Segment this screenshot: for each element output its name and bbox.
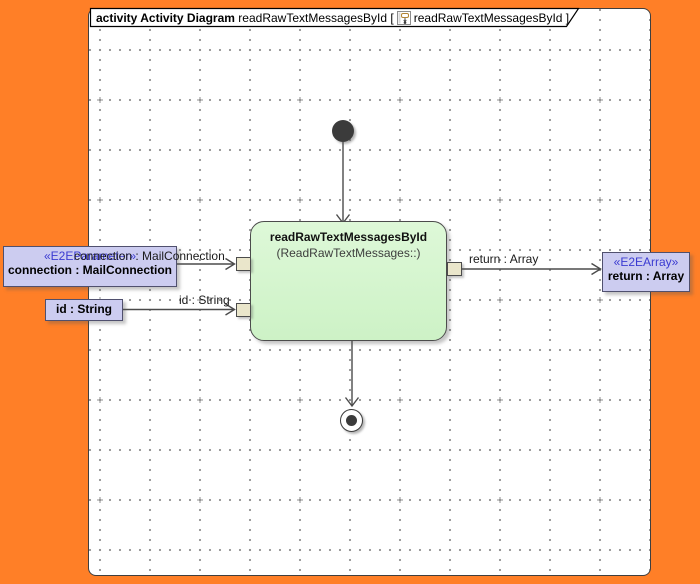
frame-title-name: readRawTextMessagesById — [238, 11, 388, 25]
parameter-node-id[interactable]: id : String — [45, 299, 123, 321]
edge-label-id[interactable]: id : String — [179, 293, 230, 307]
input-pin-connection[interactable] — [236, 257, 251, 271]
initial-node[interactable] — [332, 120, 354, 142]
parameter-node-connection[interactable]: «E2EParameter» connection : MailConnecti… — [3, 246, 177, 287]
grid-plus-markers — [97, 97, 603, 503]
final-node[interactable] — [340, 409, 363, 432]
activity-name: readRawTextMessagesById — [269, 230, 428, 244]
parameter-id-name: id : String — [56, 302, 112, 316]
edge-label-connection[interactable]: connection : MailConnection — [74, 249, 225, 263]
parameter-return-name: return : Array — [607, 269, 685, 283]
parameter-connection-name: connection : MailConnection — [8, 263, 172, 277]
frame-bracket-open: [ — [390, 11, 394, 25]
edge-connection-to-pin[interactable] — [177, 257, 236, 271]
frame-title: activity Activity Diagram readRawTextMes… — [96, 10, 569, 27]
edge-activity-to-final[interactable] — [344, 340, 360, 408]
frame-title-keyword: activity Activity Diagram — [96, 11, 235, 25]
frame-context-name: readRawTextMessagesById — [413, 11, 563, 25]
activity-node[interactable]: readRawTextMessagesById (ReadRawTextMess… — [250, 221, 447, 341]
parameter-connection-stereotype: «E2EParameter» — [43, 249, 137, 263]
activity-diagram-icon — [396, 11, 411, 30]
frame-bracket-close: ] — [565, 11, 570, 25]
parameter-return-stereotype: «E2EArray» — [613, 255, 679, 269]
activity-qualifier: (ReadRawTextMessages::) — [276, 246, 421, 260]
edge-label-return[interactable]: return : Array — [469, 252, 539, 266]
parameter-node-return[interactable]: «E2EArray» return : Array — [602, 252, 690, 292]
edge-pin-to-return[interactable] — [462, 262, 602, 276]
final-node-dot — [346, 415, 357, 426]
output-pin-return[interactable] — [447, 262, 462, 276]
edge-id-to-pin[interactable] — [122, 303, 236, 316]
input-pin-id[interactable] — [236, 303, 251, 317]
frame-header-tab[interactable] — [89, 7, 580, 28]
edge-initial-to-activity[interactable] — [335, 142, 351, 225]
